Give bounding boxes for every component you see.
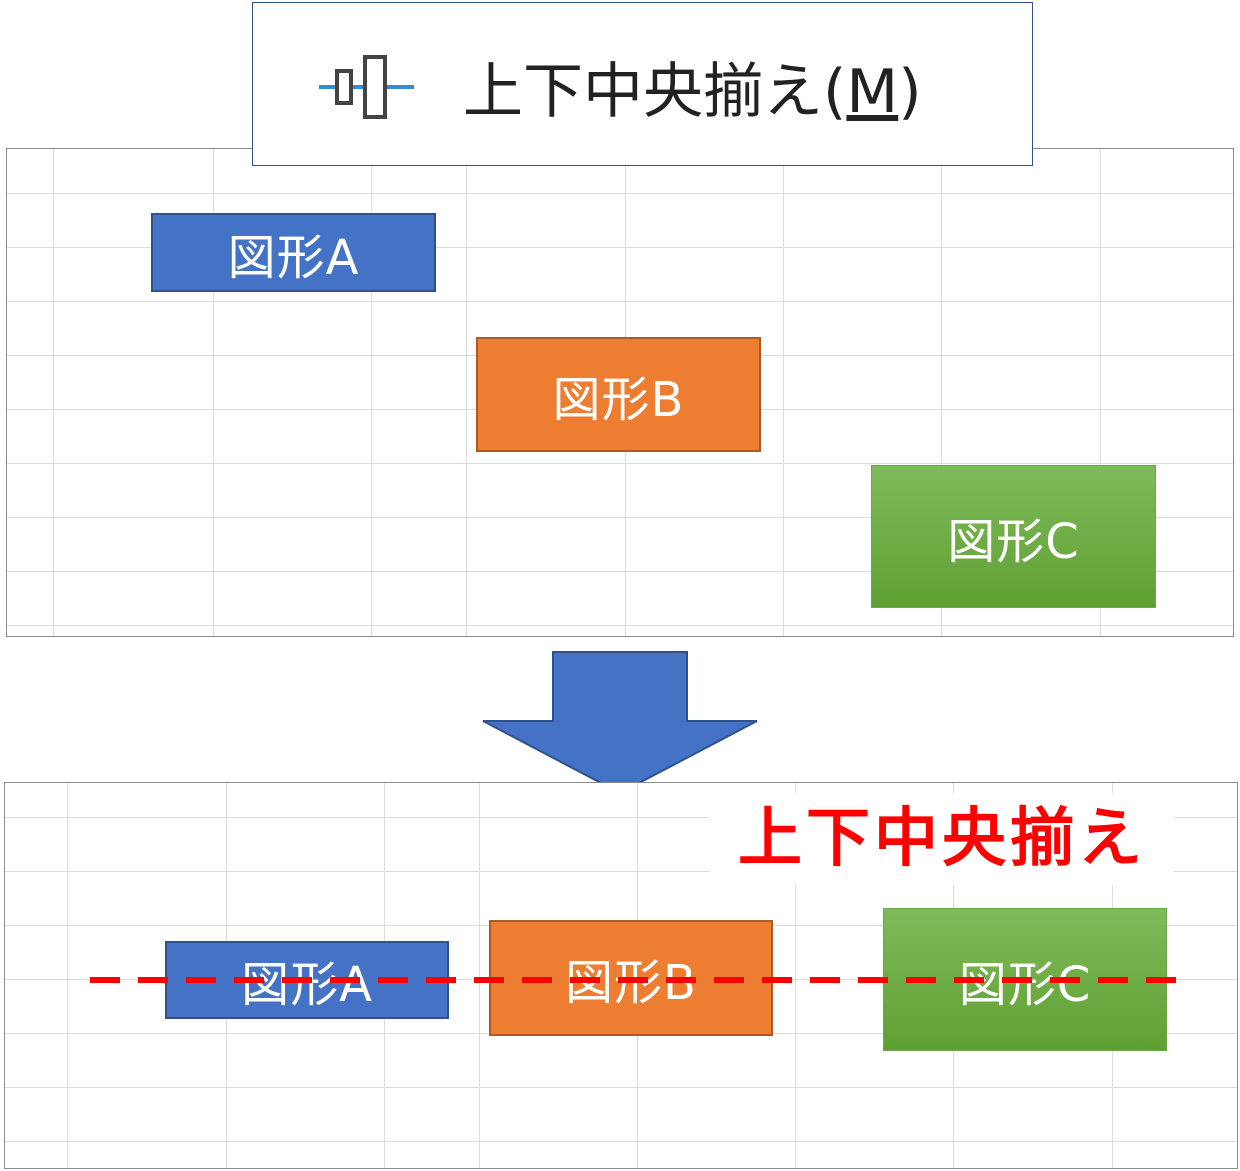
align-middle-label: 上下中央揃え(M) xyxy=(463,57,922,127)
down-arrow-icon xyxy=(482,651,758,795)
shape-b[interactable]: 図形B xyxy=(476,337,761,452)
align-middle-icon xyxy=(319,51,414,131)
sheet-before: 図形A 図形B 図形C xyxy=(6,148,1234,637)
shape-c[interactable]: 図形C xyxy=(871,465,1156,608)
align-middle-menu-item[interactable]: 上下中央揃え(M) xyxy=(252,2,1033,166)
accelerator-key: M xyxy=(846,57,899,127)
shape-a-label: 図形A xyxy=(241,957,373,1013)
shape-c-label: 図形C xyxy=(947,513,1080,570)
shape-a-label: 図形A xyxy=(227,229,360,286)
shape-a[interactable]: 図形A xyxy=(151,213,436,292)
result-title: 上下中央揃え xyxy=(710,793,1174,885)
shape-b-label: 図形B xyxy=(552,371,685,428)
center-alignment-line xyxy=(88,970,1188,983)
shape-c-label: 図形C xyxy=(958,956,1092,1013)
